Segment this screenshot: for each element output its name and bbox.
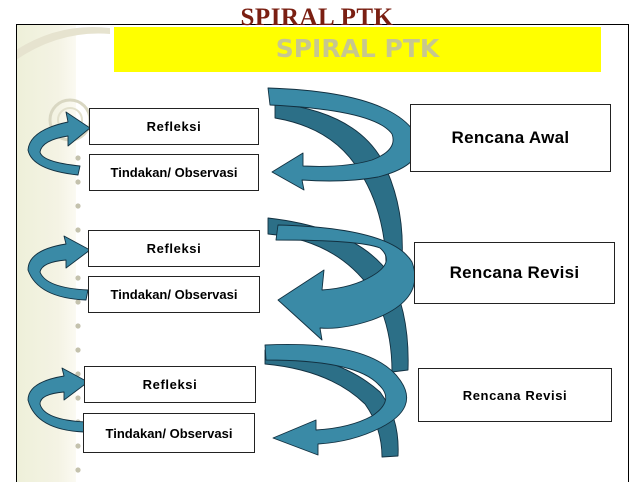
refleksi-box-2: Refleksi — [88, 230, 260, 267]
loop-arrow-2 — [27, 235, 91, 301]
refleksi-box-3: Refleksi — [84, 366, 256, 403]
spiral-arrow-3 — [264, 344, 408, 456]
spiral-back-strip-3 — [264, 349, 399, 458]
tindakan-observasi-box-2: Tindakan/ Observasi — [88, 276, 260, 313]
rencana-awal-box: Rencana Awal — [410, 104, 611, 172]
spiral-arrow-2 — [275, 224, 416, 341]
loop-arrow-3 — [27, 367, 89, 433]
tindakan-observasi-box-1: Tindakan/ Observasi — [89, 154, 259, 191]
rencana-revisi-box-2: Rencana Revisi — [418, 368, 612, 422]
frame-top-line — [16, 24, 629, 25]
title-band — [114, 27, 601, 72]
page-title: SPIRAL PTK — [240, 4, 394, 31]
frame-right-line — [628, 24, 629, 482]
title-band-text: SPIRAL PTK — [275, 34, 440, 63]
spiral-back-strip-2 — [267, 217, 409, 373]
frame-left-line — [16, 24, 17, 482]
tindakan-observasi-box-3: Tindakan/ Observasi — [83, 413, 255, 453]
spiral-arrow-1 — [267, 87, 420, 191]
loop-arrow-1 — [27, 111, 91, 176]
rencana-revisi-box-1: Rencana Revisi — [414, 242, 615, 304]
refleksi-box-1: Refleksi — [89, 108, 259, 145]
